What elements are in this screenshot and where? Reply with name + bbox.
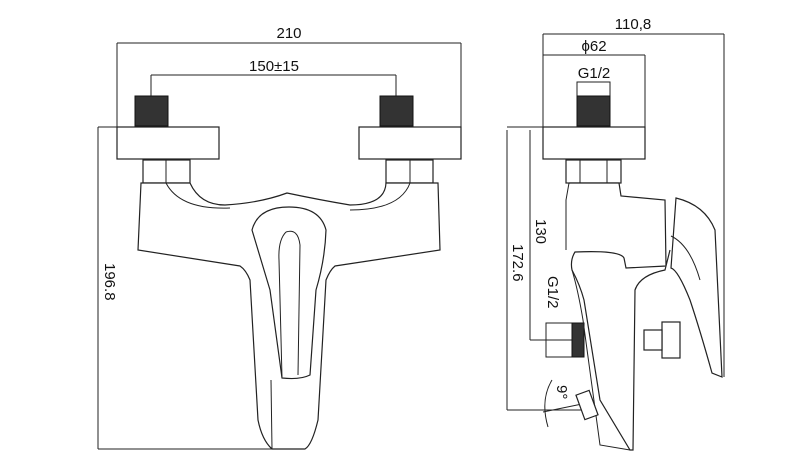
thread-inlet-collar <box>576 81 611 97</box>
flange-right <box>358 126 462 160</box>
dimension-196-8: 196.8 <box>97 126 300 450</box>
nut-right <box>385 159 434 184</box>
thread-outlet <box>571 322 585 358</box>
angle-label: 9° <box>553 385 570 399</box>
diverter-pull <box>575 389 599 421</box>
dimension-130: 130 <box>529 130 549 341</box>
dimension-label-diameter: ϕ62 <box>581 38 606 55</box>
dimension-phi62: ϕ62 <box>543 38 646 127</box>
front-view: 210 150±15 196.8 <box>97 25 462 450</box>
flange-side <box>542 126 646 160</box>
nut-left <box>142 159 191 184</box>
dimension-210: 210 <box>116 25 462 159</box>
dimension-110-8: 110,8 <box>542 16 725 377</box>
dimension-label-spacing: 150±15 <box>249 58 299 75</box>
thread-right <box>379 95 414 127</box>
lever-side <box>670 197 723 378</box>
thread-label-inlet: G1/2 <box>578 65 611 82</box>
dimension-172-6: 172.6 <box>506 130 583 411</box>
thread-left <box>134 95 169 127</box>
valve-body-side <box>569 182 671 451</box>
nut-side <box>565 159 622 184</box>
dimension-label-side-height: 172.6 <box>509 244 526 282</box>
thread-inlet <box>576 95 611 127</box>
dimension-label-height: 196.8 <box>101 263 118 301</box>
dimension-150: 150±15 <box>150 58 397 96</box>
diverter-knob <box>643 321 681 359</box>
dimension-label-depth: 110,8 <box>615 16 651 33</box>
thread-label-outlet: G1/2 <box>544 276 561 309</box>
side-view: 110,8 ϕ62 G1/2 172.6 130 G1/2 <box>506 16 725 451</box>
dimension-label-outlet-height: 130 <box>532 219 549 244</box>
flange-left <box>116 126 220 160</box>
dimension-label-width: 210 <box>276 25 301 42</box>
lever-handle <box>251 206 327 380</box>
tilt-annotation: 9° <box>542 379 599 428</box>
